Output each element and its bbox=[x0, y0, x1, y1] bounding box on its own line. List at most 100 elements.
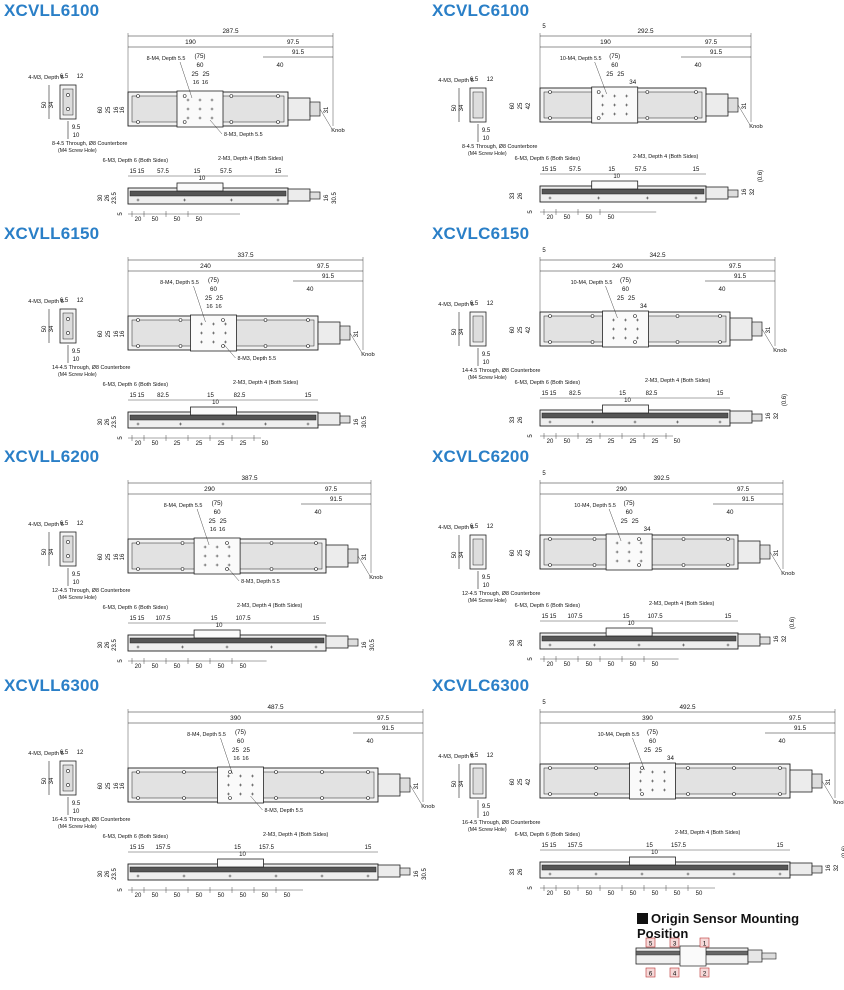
dim-label: 50 bbox=[696, 891, 703, 897]
dim-label: 31 bbox=[826, 778, 832, 785]
dim-label: 32 bbox=[750, 188, 756, 195]
dim-label: 40 bbox=[719, 286, 726, 293]
dim-label: 16 bbox=[120, 553, 126, 560]
hole bbox=[726, 537, 730, 541]
hole bbox=[645, 116, 650, 120]
dim-label: 31 bbox=[742, 102, 748, 109]
dim-label: 50 bbox=[196, 217, 203, 223]
dim-label: 50 bbox=[42, 777, 48, 784]
hole bbox=[726, 563, 730, 567]
dim-label: 2-M3, Depth 4 (Both Sides) bbox=[218, 156, 284, 162]
dim-label: 91.5 bbox=[382, 725, 395, 732]
dim-label: 60 bbox=[98, 782, 104, 789]
dim-label: 25 bbox=[518, 326, 524, 333]
hole bbox=[269, 567, 274, 571]
dim-label: 50 bbox=[608, 662, 615, 668]
dim-label: 25 bbox=[196, 441, 203, 447]
dim-label: 2-M3, Depth 4 (Both Sides) bbox=[233, 380, 299, 386]
dim-label: 50 bbox=[652, 891, 659, 897]
dim-label: 6-M3, Depth 6 (Both Sides) bbox=[515, 832, 581, 838]
dim-line bbox=[209, 119, 223, 135]
dim-label: 42 bbox=[526, 326, 532, 333]
dim-label: 5 bbox=[542, 248, 546, 254]
dim-label: 97.5 bbox=[729, 263, 742, 270]
hole bbox=[548, 314, 552, 318]
dim-label: 4-M3, Depth 6 bbox=[28, 522, 63, 528]
hole bbox=[594, 766, 598, 770]
dim-label: (M4 Screw Hole) bbox=[468, 375, 507, 381]
hole bbox=[548, 537, 552, 541]
dim-label: 60 bbox=[510, 778, 516, 785]
hole bbox=[694, 116, 698, 120]
side-rail-dark bbox=[541, 635, 737, 642]
dim-label: 15 bbox=[130, 616, 137, 622]
dim-label: 26 bbox=[518, 639, 524, 646]
dim-label: 5 bbox=[118, 212, 124, 216]
dim-label: 15 bbox=[542, 391, 549, 397]
knob-housing bbox=[287, 97, 311, 121]
hole bbox=[675, 314, 680, 318]
dim-label: 50 bbox=[174, 893, 181, 899]
dim-line bbox=[821, 780, 835, 802]
hole bbox=[645, 90, 650, 94]
knob-side bbox=[811, 865, 823, 874]
dim-label: 8-4.5 Through, Ø8 Counterbore bbox=[52, 141, 127, 147]
dim-label: 12 bbox=[487, 524, 494, 530]
dim-label: 487.5 bbox=[268, 704, 284, 711]
dim-label: 287.5 bbox=[223, 28, 239, 35]
dim-label: (75) bbox=[208, 277, 219, 284]
dim-label: 1 bbox=[703, 941, 707, 948]
dim-label: 97.5 bbox=[737, 486, 750, 493]
dim-label: 6.5 bbox=[470, 301, 479, 307]
knob-housing bbox=[705, 93, 729, 117]
hole bbox=[686, 766, 690, 770]
dim-label: 50 bbox=[564, 439, 571, 445]
dim-label: 15 bbox=[542, 614, 549, 620]
carriage-side bbox=[605, 627, 653, 637]
dim-label: (0.6) bbox=[842, 846, 844, 858]
dim-label: 91.5 bbox=[734, 273, 747, 280]
dim-label: 25 bbox=[518, 549, 524, 556]
dim-label: 16 bbox=[202, 80, 208, 86]
dim-label: 5 bbox=[542, 471, 546, 477]
dim-label: 6.5 bbox=[60, 750, 69, 756]
dim-label: 10-M4, Depth 5.5 bbox=[598, 732, 640, 738]
hole bbox=[596, 116, 601, 120]
dim-label: 50 bbox=[630, 891, 637, 897]
dim-label: 34 bbox=[459, 551, 465, 558]
knob-housing-side bbox=[287, 188, 311, 202]
dim-label: (0.6) bbox=[758, 170, 764, 182]
hole bbox=[633, 314, 637, 318]
sensor-position-marker bbox=[669, 937, 680, 948]
dim-label: 20 bbox=[547, 891, 554, 897]
dim-label: 15 bbox=[305, 393, 312, 399]
hole bbox=[548, 340, 552, 344]
dim-label: 8-M3, Depth 5.5 bbox=[241, 579, 280, 585]
hole bbox=[548, 792, 552, 796]
hole bbox=[66, 93, 70, 97]
dim-label: 10 bbox=[613, 174, 620, 180]
dim-label: 30 bbox=[98, 641, 104, 648]
dim-label: 60 bbox=[626, 509, 633, 516]
model-title-xcvlc6100: XCVLC6100 bbox=[432, 1, 530, 20]
dim-label: 33 bbox=[510, 868, 516, 875]
dim-label: 91.5 bbox=[742, 496, 755, 503]
dim-line bbox=[196, 508, 210, 546]
dim-label: 6.5 bbox=[470, 77, 479, 83]
dim-label: 33 bbox=[510, 192, 516, 199]
dim-label: 240 bbox=[200, 263, 211, 270]
knob-side bbox=[339, 415, 351, 424]
hole bbox=[274, 796, 278, 800]
dim-label: 6-M3, Depth 6 (Both Sides) bbox=[515, 380, 581, 386]
end-view-carriage bbox=[472, 767, 484, 795]
dim-label: 20 bbox=[135, 441, 142, 447]
dim-label: 6 bbox=[649, 971, 653, 978]
dim-label: 190 bbox=[185, 39, 196, 46]
dim-label: 15 bbox=[550, 167, 557, 173]
dim-label: 25 bbox=[106, 553, 112, 560]
dim-label: 50 bbox=[218, 664, 225, 670]
dim-label: 20 bbox=[135, 217, 142, 223]
dim-label: 337.5 bbox=[238, 252, 254, 259]
